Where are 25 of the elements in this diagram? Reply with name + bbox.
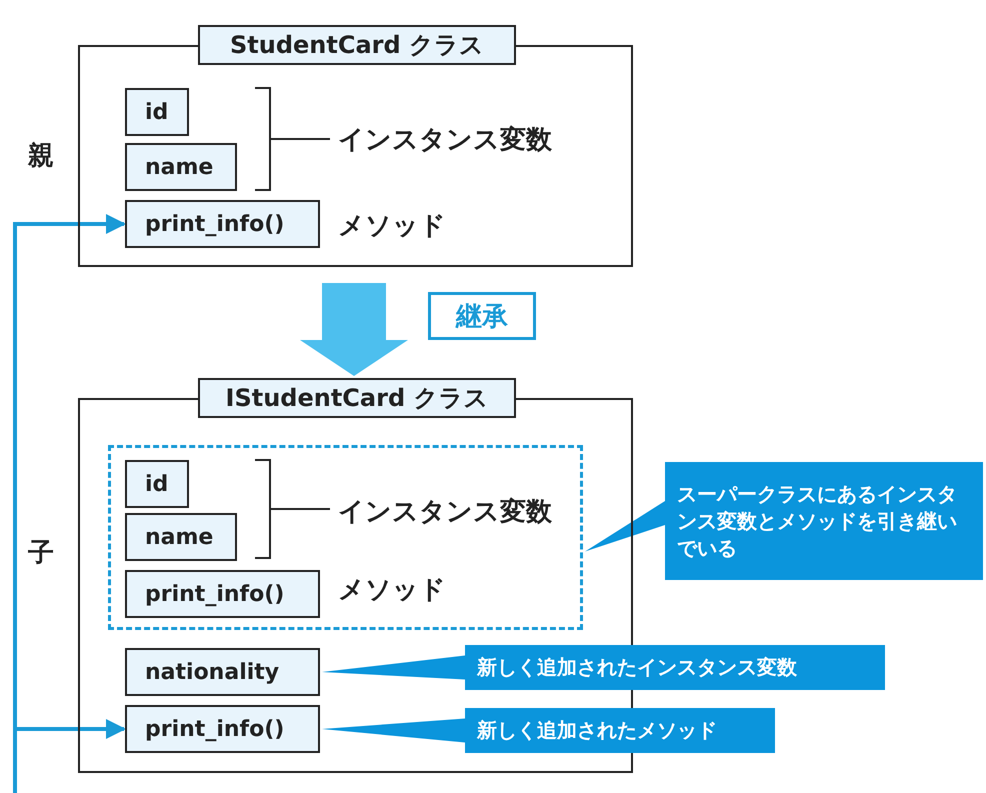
member-box: nationality (125, 648, 320, 696)
member-box: print_info() (125, 570, 320, 618)
member-kind-label: インスタンス変数 (338, 496, 552, 529)
member-box: print_info() (125, 200, 320, 248)
member-box: print_info() (125, 705, 320, 753)
reference-arrow (13, 214, 126, 793)
dashed-group-box (108, 445, 583, 630)
member-kind-label: メソッド (338, 574, 446, 607)
class-title: IStudentCard クラス (198, 378, 516, 418)
role-label: 親 (28, 140, 54, 173)
member-kind-label: インスタンス変数 (338, 124, 552, 157)
callout-pointer (322, 718, 465, 742)
edge-label: 継承 (428, 292, 536, 340)
member-box: name (125, 513, 237, 561)
member-box: name (125, 143, 237, 191)
class-title: StudentCard クラス (198, 25, 516, 65)
callout-pointer (322, 656, 465, 680)
reference-arrow (15, 719, 126, 739)
role-label: 子 (28, 537, 54, 570)
member-kind-label: メソッド (338, 210, 446, 243)
callout-box: スーパークラスにあるインスタンス変数とメソッドを引き継いでいる (665, 462, 983, 580)
member-box: id (125, 88, 189, 136)
callout-pointer (585, 501, 665, 552)
inheritance-arrow (300, 283, 408, 376)
member-box: id (125, 460, 189, 508)
